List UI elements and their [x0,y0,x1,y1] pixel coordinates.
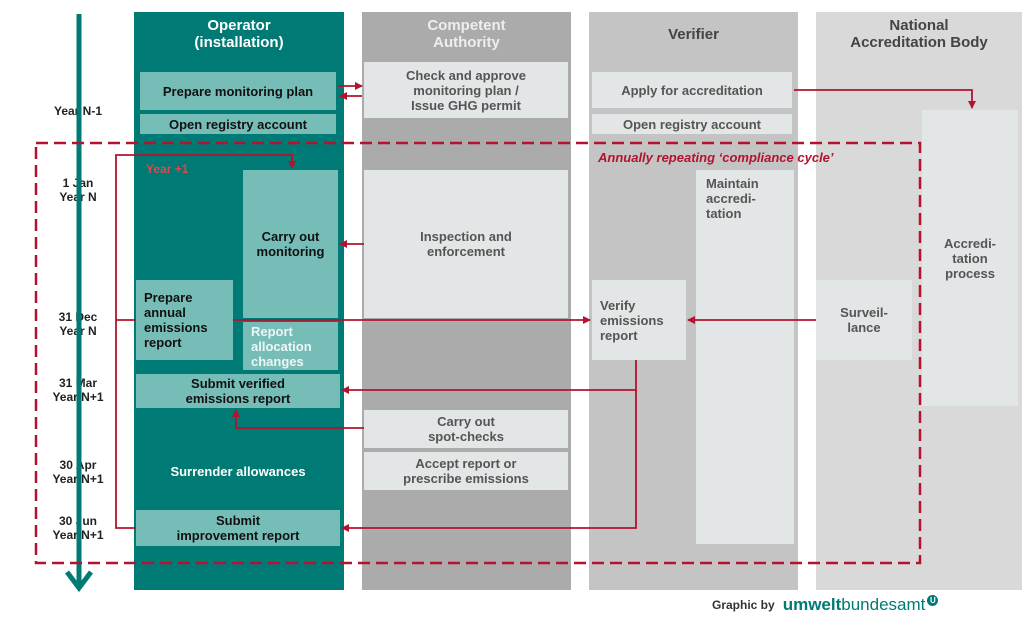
maintain-accreditation-box: Maintain accredi- tation [696,170,794,544]
accreditation-process-box: Accredi- tation process [922,110,1018,406]
nab-header: National Accreditation Body [850,17,988,51]
verify-emissions-report-box: Verify emissions report [592,280,686,360]
prepare-monitoring-plan-box: Prepare monitoring plan [140,72,336,110]
brand-rest: bundesamt [841,595,926,614]
brand-bold: umwelt [782,595,842,614]
carry-out-monitoring-box: Carry out monitoring [243,170,338,318]
credit-prefix: Graphic by [712,598,775,612]
surrender-allowances-box: Surrender allowances [170,463,306,479]
verifier-header: Verifier [668,25,719,43]
accept-report-box: Accept report or prescribe emissions [364,452,568,490]
apply-for-accreditation-box: Apply for accreditation [592,72,792,108]
spot-checks-box: Carry out spot-checks [364,410,568,448]
year-plus-1-label: Year +1 [146,162,189,176]
timeline-year-n-minus-1: Year N-1 [53,104,103,118]
timeline-arrow [65,14,93,593]
submit-verified-report-box: Submit verified emissions report [136,374,340,408]
graphic-credit: Graphic by umwelt bundesamt U [712,594,939,616]
inspection-enforcement-box: Inspection and enforcement [364,170,568,318]
open-registry-account-verifier-box: Open registry account [592,114,792,134]
report-allocation-changes-box: Report allocation changes [243,322,338,370]
open-registry-account-operator-box: Open registry account [140,114,336,134]
submit-improvement-report-box: Submit improvement report [136,510,340,546]
check-approve-plan-box: Check and approve monitoring plan / Issu… [364,62,568,118]
surveillance-box: Surveil- lance [816,280,912,360]
compliance-cycle-label: Annually repeating ‘compliance cycle’ [598,150,834,165]
compliance-cycle-boundary [34,141,922,565]
prepare-annual-emissions-report-box: Prepare annual emissions report [136,280,233,360]
operator-header: Operator (installation) [194,17,284,51]
brand-badge-icon: U [927,594,939,606]
authority-header: Competent Authority [427,17,506,51]
